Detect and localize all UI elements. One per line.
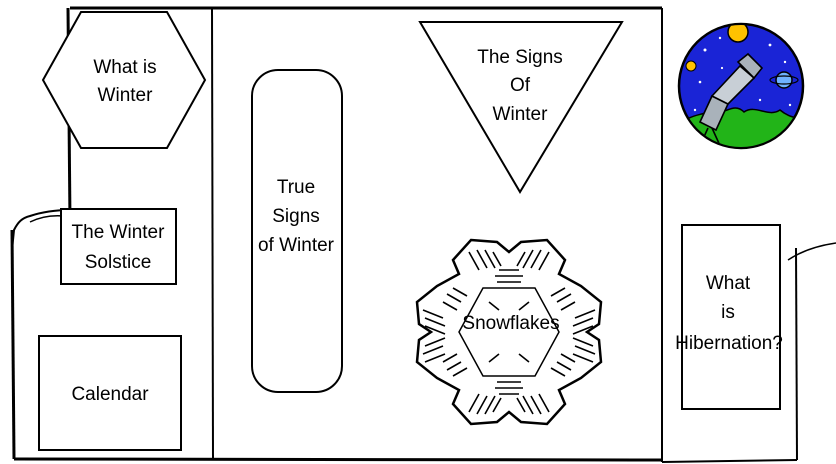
- hibernation-card[interactable]: What is Hibernation?: [675, 225, 783, 409]
- hibernation-line-2: is: [721, 302, 735, 323]
- triangle-line-1: The Signs: [477, 47, 563, 68]
- hexagon-line-1: What is: [93, 57, 156, 78]
- pill-shape: [252, 70, 342, 392]
- signs-of-winter-triangle[interactable]: The Signs Of Winter: [420, 22, 622, 192]
- hibernation-line-3: Hibernation?: [675, 333, 783, 354]
- pill-line-3: of Winter: [258, 235, 335, 256]
- pill-line-2: Signs: [272, 206, 320, 227]
- calendar-label: Calendar: [71, 384, 149, 405]
- snowflake-label: Snowflakes: [462, 313, 559, 334]
- calendar-card[interactable]: Calendar: [39, 336, 181, 450]
- pill-line-1: True: [277, 177, 315, 198]
- solstice-line-1: The Winter: [72, 222, 166, 243]
- snowflake-card[interactable]: Snowflakes: [417, 240, 601, 424]
- hibernation-line-1: What: [706, 273, 751, 294]
- true-signs-pill[interactable]: True Signs of Winter: [252, 70, 342, 392]
- triangle-line-3: Winter: [493, 104, 549, 125]
- telescope-night-sky-icon: [676, 22, 806, 150]
- triangle-line-2: Of: [510, 75, 531, 96]
- hexagon-line-2: Winter: [98, 85, 154, 106]
- winter-solstice-card[interactable]: The Winter Solstice: [61, 209, 176, 284]
- solstice-line-2: Solstice: [85, 252, 152, 273]
